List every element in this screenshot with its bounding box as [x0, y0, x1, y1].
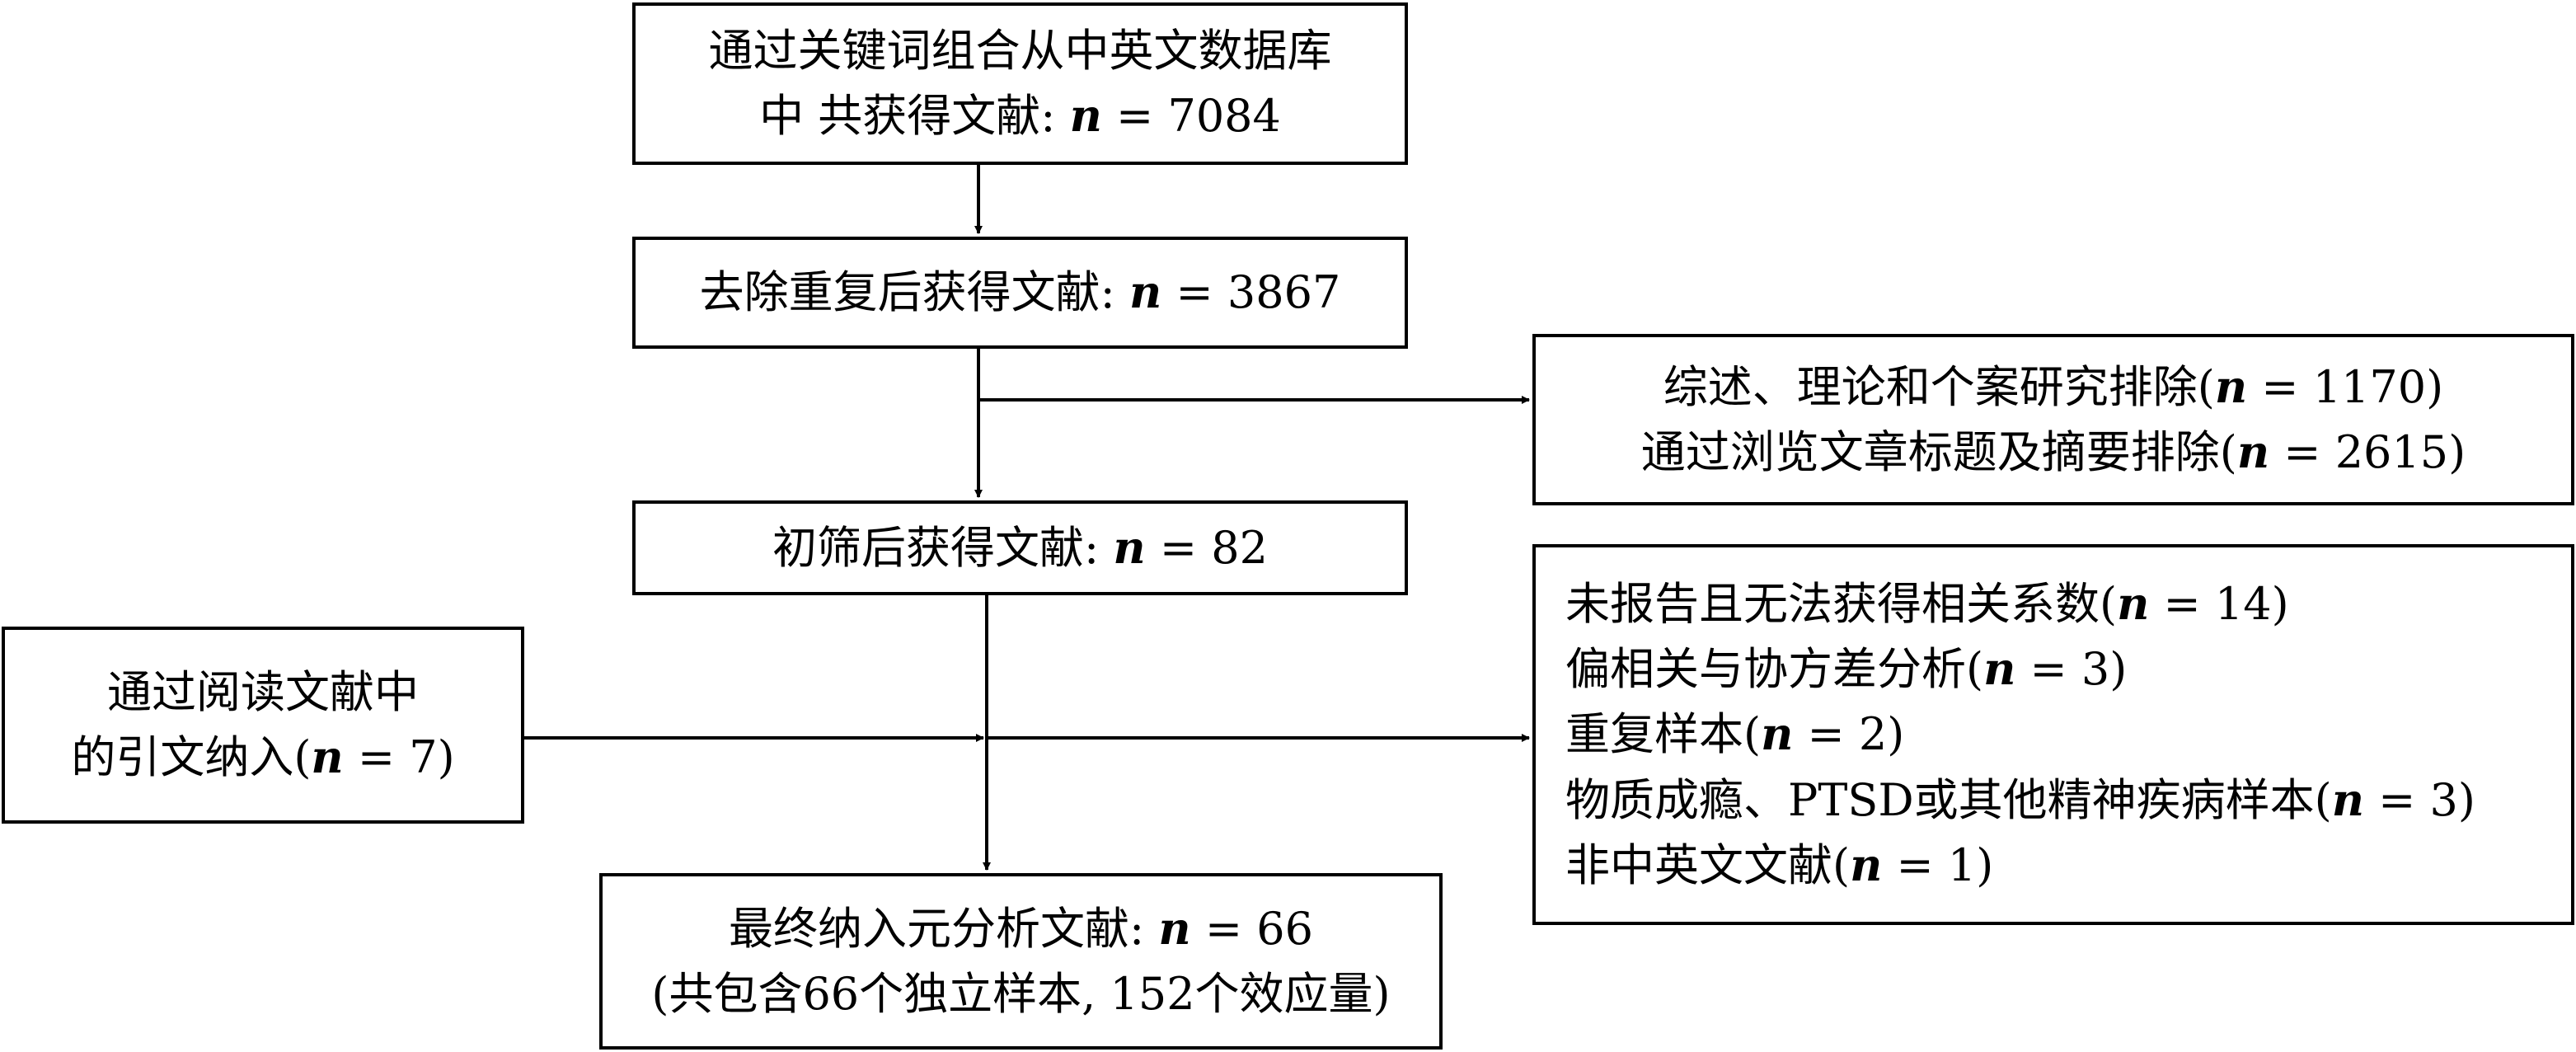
- n-symbol: n: [1850, 838, 1883, 891]
- n-symbol: n: [1761, 707, 1794, 761]
- final-line-2: (共包含66个独立样本, 152个效应量): [651, 967, 1391, 1020]
- identified-records-box: 通过关键词组合从中英文数据库 中 共获得文献: n = 7084: [632, 2, 1408, 165]
- n-symbol: n: [2214, 359, 2248, 413]
- final-included-box: 最终纳入元分析文献: n = 66 (共包含66个独立样本, 152个效应量): [599, 873, 1443, 1050]
- second-exclusion-item: 重复样本(n = 2): [1565, 707, 1905, 761]
- n-symbol: n: [1069, 89, 1102, 142]
- n-symbol: n: [1129, 265, 1162, 319]
- citation-line-2: 的引文纳入(n = 7): [71, 730, 455, 783]
- screened-records-box: 初筛后获得文献: n = 82: [632, 500, 1408, 595]
- citation-records-box: 通过阅读文献中 的引文纳入(n = 7): [2, 627, 524, 824]
- second-exclusion-item: 非中英文文献(n = 1): [1565, 838, 1994, 891]
- n-symbol: n: [311, 730, 344, 783]
- first-exclusion-box: 综述、理论和个案研究排除(n = 1170) 通过浏览文章标题及摘要排除(n =…: [1532, 334, 2574, 505]
- deduplicated-line-1: 去除重复后获得文献: n = 3867: [699, 265, 1341, 319]
- first-exclusion-line-1: 综述、理论和个案研究排除(n = 1170): [1663, 359, 2444, 413]
- identified-line-1: 通过关键词组合从中英文数据库: [708, 24, 1332, 77]
- n-symbol: n: [2236, 425, 2270, 478]
- n-symbol: n: [1158, 902, 1191, 956]
- second-exclusion-item: 物质成瘾、PTSD或其他精神疾病样本(n = 3): [1565, 773, 2475, 826]
- second-exclusion-item: 偏相关与协方差分析(n = 3): [1565, 642, 2128, 696]
- second-exclusion-item: 未报告且无法获得相关系数(n = 14): [1565, 576, 2289, 630]
- deduplicated-records-box: 去除重复后获得文献: n = 3867: [632, 237, 1408, 349]
- n-symbol: n: [2117, 576, 2150, 630]
- n-symbol: n: [1113, 520, 1146, 574]
- n-symbol: n: [2331, 773, 2364, 826]
- second-exclusion-box: 未报告且无法获得相关系数(n = 14) 偏相关与协方差分析(n = 3) 重复…: [1532, 544, 2574, 925]
- identified-line-2: 中 共获得文献: n = 7084: [759, 89, 1281, 142]
- citation-line-1: 通过阅读文献中: [107, 665, 419, 718]
- first-exclusion-line-2: 通过浏览文章标题及摘要排除(n = 2615): [1640, 425, 2466, 478]
- screened-line-1: 初筛后获得文献: n = 82: [772, 520, 1268, 574]
- final-line-1: 最终纳入元分析文献: n = 66: [729, 902, 1313, 956]
- n-symbol: n: [1983, 642, 2016, 696]
